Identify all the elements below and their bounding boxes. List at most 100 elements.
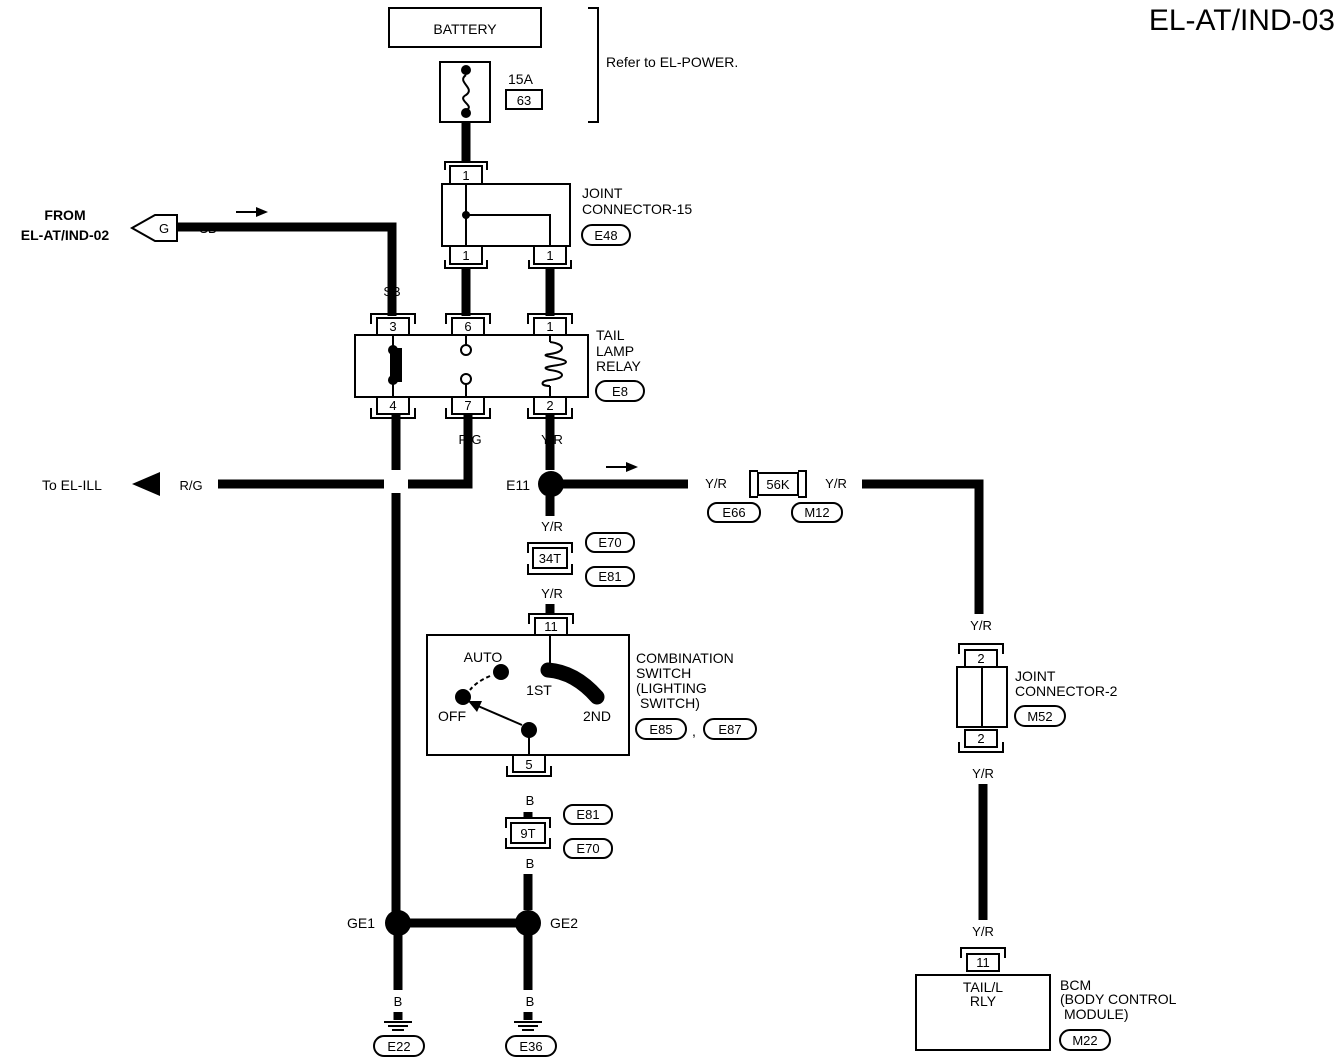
relay-name-line1: TAIL bbox=[596, 327, 625, 343]
bcm-code: M22 bbox=[1072, 1033, 1097, 1048]
relay-name-line3: RELAY bbox=[596, 358, 642, 374]
ground-e36-oval bbox=[505, 1035, 557, 1057]
to-ill-arrow bbox=[132, 472, 160, 496]
inline-9t-code-top-oval bbox=[563, 804, 613, 825]
relay-pin-1: 1 bbox=[546, 319, 553, 334]
jc15-pin-left: 1 bbox=[462, 248, 469, 263]
switch-pos-off: OFF bbox=[438, 708, 466, 724]
wire-label-r-fuse: R bbox=[461, 136, 470, 151]
ground-symbol-e36 bbox=[514, 1021, 542, 1031]
ground-e36-code: E36 bbox=[519, 1039, 542, 1054]
jc15-code-oval bbox=[581, 224, 631, 246]
fuse-number-box bbox=[505, 89, 543, 110]
inline-56k-left-oval bbox=[707, 502, 761, 523]
inline-connector-9t bbox=[505, 817, 551, 849]
relay-name-line2: LAMP bbox=[596, 343, 634, 359]
wire-label-rg-ill: R/G bbox=[179, 478, 202, 493]
power-bracket bbox=[588, 7, 599, 123]
switch-pin-11: 11 bbox=[544, 619, 558, 634]
jc2-pin-top: 2 bbox=[977, 651, 984, 666]
wire-label-b-9t: B bbox=[526, 856, 535, 871]
wire-label-b-sw5: B bbox=[526, 793, 535, 808]
switch-pos-auto: AUTO bbox=[464, 649, 503, 665]
bcm-name-line2: (BODY CONTROL bbox=[1060, 991, 1177, 1007]
switch-name-line3: (LIGHTING bbox=[636, 680, 707, 696]
relay-pin-4: 4 bbox=[389, 398, 396, 413]
wire-label-sb-from: SB bbox=[199, 221, 216, 236]
ground-e22-oval bbox=[373, 1035, 425, 1057]
relay-pin-6: 6 bbox=[464, 319, 471, 334]
inline-34t-code-bottom-oval bbox=[585, 566, 635, 587]
bcm-name-line3: MODULE) bbox=[1064, 1006, 1129, 1022]
splice-ge1-dot bbox=[385, 910, 411, 936]
wire-label-yr-e66: Y/R bbox=[705, 476, 727, 491]
switch-name-line2: SWITCH bbox=[636, 665, 691, 681]
joint-connector-2 bbox=[956, 643, 1008, 753]
splice-ge2-label: GE2 bbox=[550, 915, 578, 931]
flow-arrow-sb bbox=[236, 207, 268, 217]
inline-34t-pin: 34T bbox=[539, 551, 561, 566]
wire-sb bbox=[177, 222, 397, 316]
wire-label-yr-34t-down: Y/R bbox=[541, 586, 563, 601]
ground-symbol-e22 bbox=[384, 1021, 412, 1031]
wire-label-yr-relay: Y/R bbox=[541, 432, 563, 447]
wire-label-yr-bcm: Y/R bbox=[972, 924, 994, 939]
switch-code-2-oval bbox=[703, 718, 757, 740]
wire-label-yr-m12: Y/R bbox=[825, 476, 847, 491]
wire-label-b-relay: B bbox=[392, 432, 401, 447]
switch-pos-2nd: 2ND bbox=[583, 708, 611, 724]
switch-code-1-oval bbox=[635, 718, 687, 740]
wire-label-r-left: R bbox=[461, 284, 470, 299]
relay-pin-3: 3 bbox=[389, 319, 396, 334]
switch-name-line4: SWITCH) bbox=[640, 695, 700, 711]
bcm-text-line1: TAIL/L bbox=[963, 979, 1003, 995]
bcm-module bbox=[915, 947, 1051, 1051]
inline-34t-code-bottom: E81 bbox=[598, 569, 621, 584]
splice-e11-label: E11 bbox=[506, 477, 530, 493]
bcm-code-oval bbox=[1059, 1029, 1111, 1051]
battery-box bbox=[388, 7, 542, 48]
jc2-name-line2: CONNECTOR-2 bbox=[1015, 683, 1118, 699]
jc15-pin-right: 1 bbox=[546, 248, 553, 263]
bcm-name-line1: BCM bbox=[1060, 977, 1091, 993]
wire-rg-right bbox=[408, 414, 473, 489]
inline-56k-left-code: E66 bbox=[722, 505, 745, 520]
joint-connector-15 bbox=[441, 161, 572, 269]
fuse-note: Refer to EL-POWER. bbox=[606, 54, 738, 70]
wire-label-r-right: R bbox=[545, 284, 554, 299]
wire-label-yr-jc2-bottom: Y/R bbox=[972, 766, 994, 781]
relay-code: E8 bbox=[612, 384, 628, 399]
jc2-code: M52 bbox=[1027, 709, 1052, 724]
fuse-rating: 15A bbox=[508, 71, 534, 87]
wire-label-b-e22: B bbox=[394, 994, 403, 1009]
ground-e22-code: E22 bbox=[387, 1039, 410, 1054]
relay-code-oval bbox=[595, 380, 645, 402]
switch-code-separator: , bbox=[692, 723, 696, 739]
wire-label-rg-relay: R/G bbox=[458, 432, 481, 447]
bcm-text-line2: RLY bbox=[970, 993, 997, 1009]
fuse-number: 63 bbox=[517, 93, 531, 108]
flow-arrow-yr bbox=[606, 462, 638, 472]
jc15-name-line2: CONNECTOR-15 bbox=[582, 201, 692, 217]
wires bbox=[177, 122, 988, 1020]
jc15-name-line1: JOINT bbox=[582, 185, 623, 201]
inline-56k-right-code: M12 bbox=[804, 505, 829, 520]
page-code: EL-AT/IND-03 bbox=[1149, 4, 1335, 37]
jc2-pin-bottom: 2 bbox=[977, 731, 984, 746]
relay-pin-7: 7 bbox=[464, 398, 471, 413]
fuse-symbol bbox=[439, 61, 491, 123]
relay-pin-2: 2 bbox=[546, 398, 553, 413]
inline-9t-pin: 9T bbox=[520, 826, 535, 841]
combination-switch bbox=[426, 613, 630, 777]
jc2-name-line1: JOINT bbox=[1015, 668, 1056, 684]
splice-ge2-dot bbox=[515, 910, 541, 936]
inline-56k-pin: 56K bbox=[766, 477, 789, 492]
switch-code-2: E87 bbox=[718, 722, 741, 737]
splice-e11-dot bbox=[538, 471, 564, 497]
jc2-code-oval bbox=[1014, 705, 1066, 727]
battery-label: BATTERY bbox=[433, 21, 497, 37]
switch-pos-1st: 1ST bbox=[526, 682, 552, 698]
wire-label-sb: SB bbox=[383, 284, 400, 299]
from-ref-line1: FROM bbox=[44, 207, 85, 223]
